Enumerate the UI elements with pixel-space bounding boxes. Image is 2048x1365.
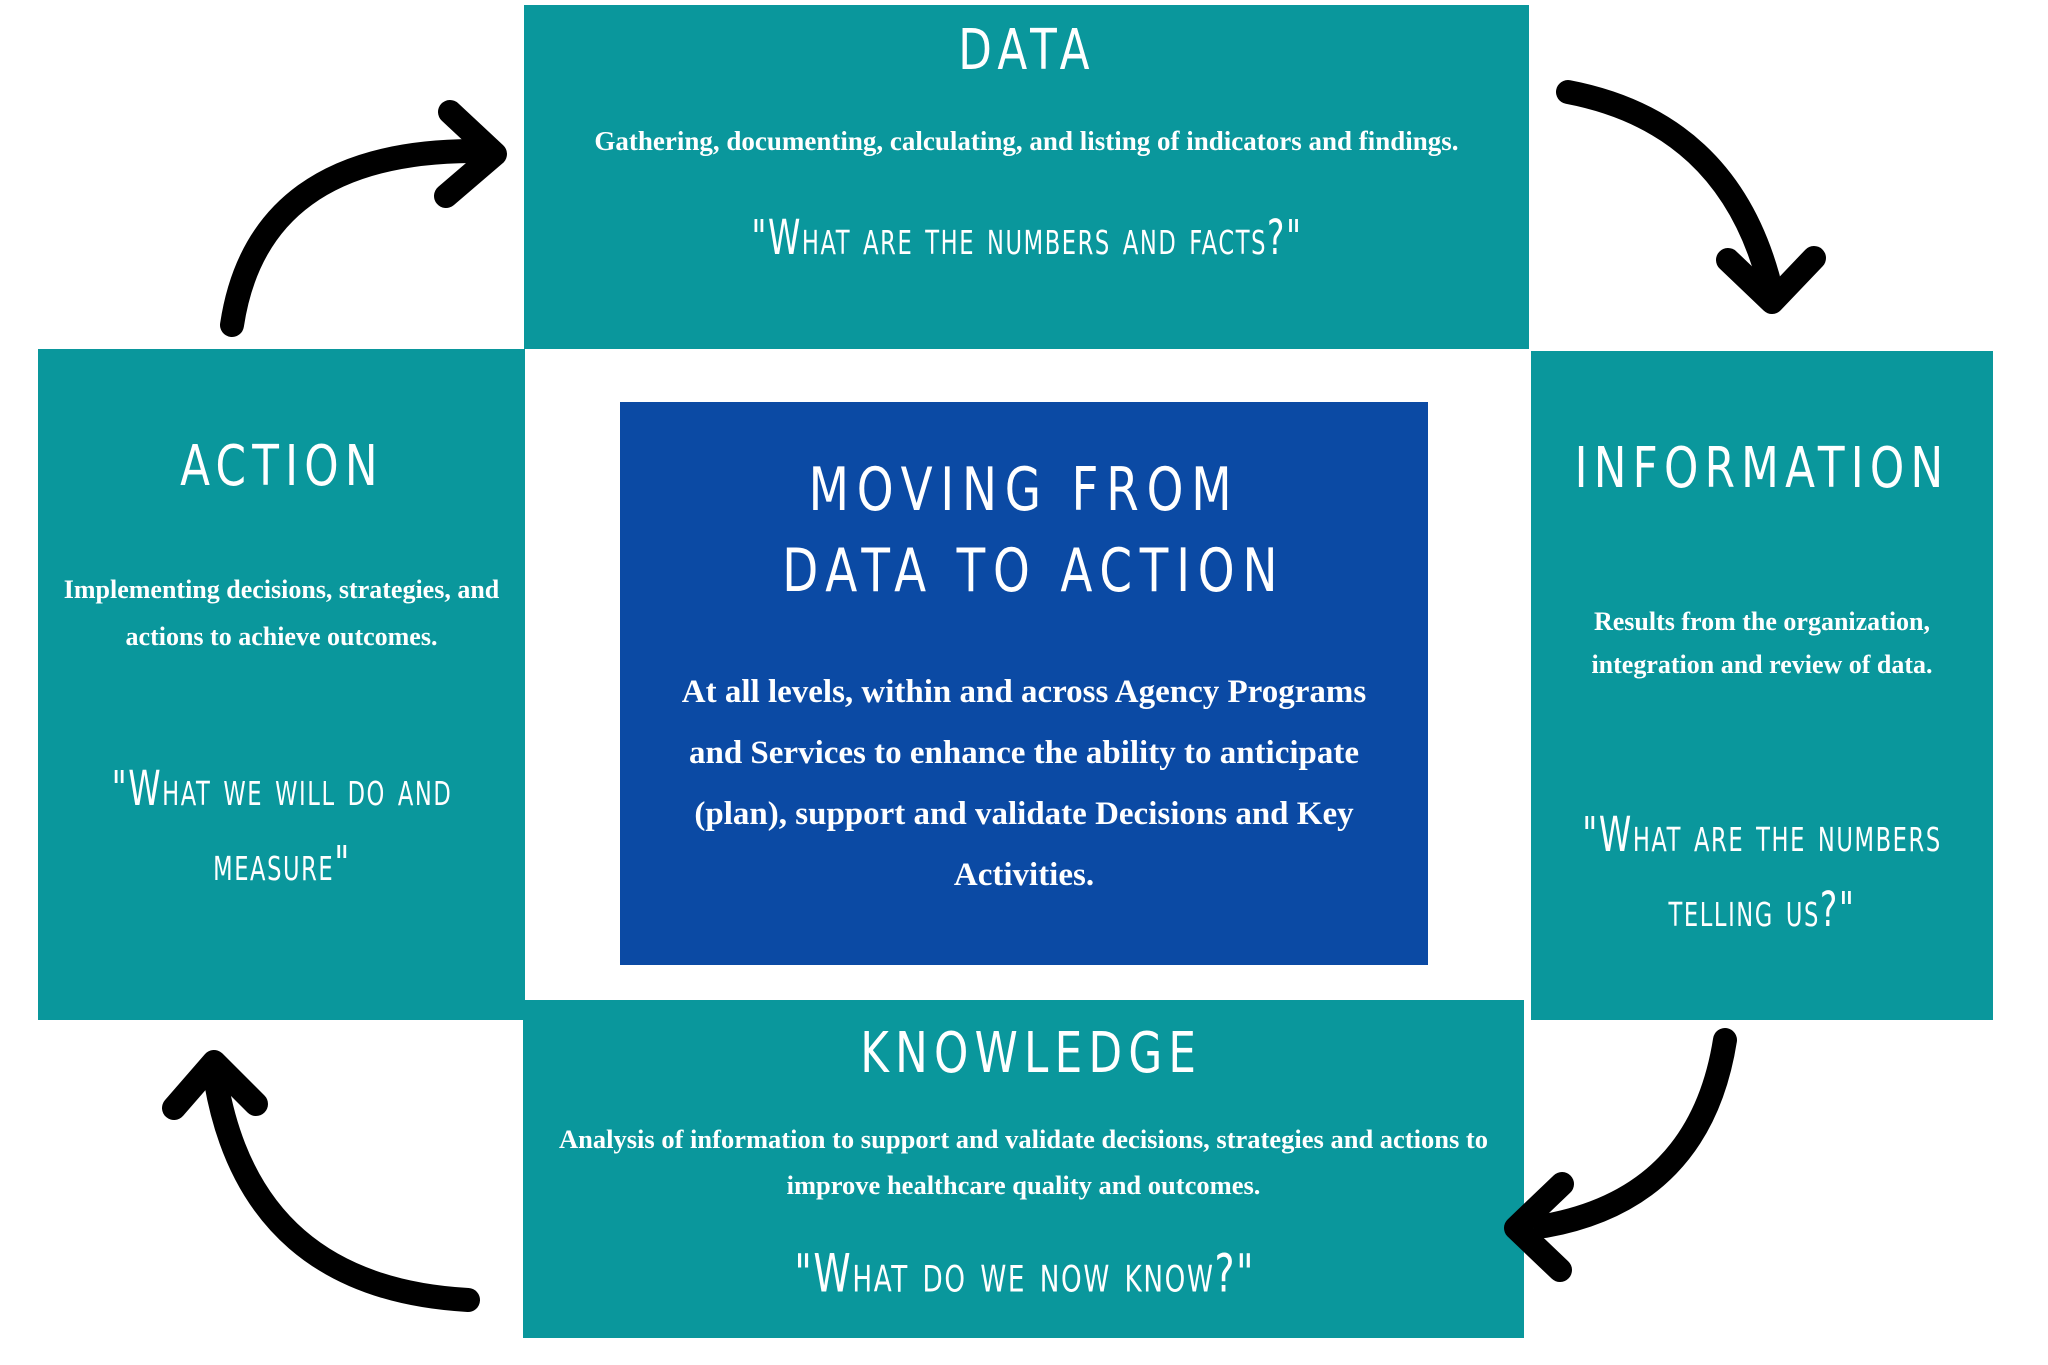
- data-title: DATA: [957, 18, 1096, 83]
- curved-arrow-action-to-data-icon: [220, 100, 507, 337]
- box-knowledge: KNOWLEDGE Analysis of information to sup…: [523, 1000, 1524, 1338]
- information-body: Results from the organization, integrati…: [1591, 607, 1933, 679]
- data-quote: "What are the numbers and facts?": [750, 208, 1303, 266]
- information-quote: "What are the numbers telling us?": [1582, 805, 1942, 938]
- knowledge-body: Analysis of information to support and v…: [558, 1124, 1489, 1201]
- knowledge-title: KNOWLEDGE: [859, 1021, 1202, 1086]
- data-body: Gathering, documenting, calculating, and…: [594, 126, 1459, 156]
- action-body: Implementing decisions, strategies, and …: [63, 575, 500, 651]
- knowledge-quote: "What do we now know?": [793, 1241, 1255, 1305]
- center-title-line2: DATA TO ACTION: [782, 536, 1286, 606]
- information-title: INFORMATION: [1574, 436, 1950, 501]
- action-quote: "What we will do and measure": [111, 759, 452, 892]
- curved-arrow-data-to-information-icon: [1556, 80, 1826, 314]
- box-data: DATA Gathering, documenting, calculating…: [524, 5, 1529, 349]
- curved-arrow-knowledge-to-action-icon: [162, 1050, 480, 1312]
- action-title: ACTION: [179, 434, 384, 499]
- box-action: ACTION Implementing decisions, strategie…: [38, 349, 525, 1020]
- curved-arrow-information-to-knowledge-icon: [1504, 1028, 1737, 1282]
- box-center: MOVING FROM DATA TO ACTION At all levels…: [620, 402, 1428, 965]
- box-information: INFORMATION Results from the organizatio…: [1531, 351, 1993, 1020]
- center-body: At all levels, within and across Agency …: [681, 674, 1367, 894]
- center-title-line1: MOVING FROM: [808, 455, 1240, 525]
